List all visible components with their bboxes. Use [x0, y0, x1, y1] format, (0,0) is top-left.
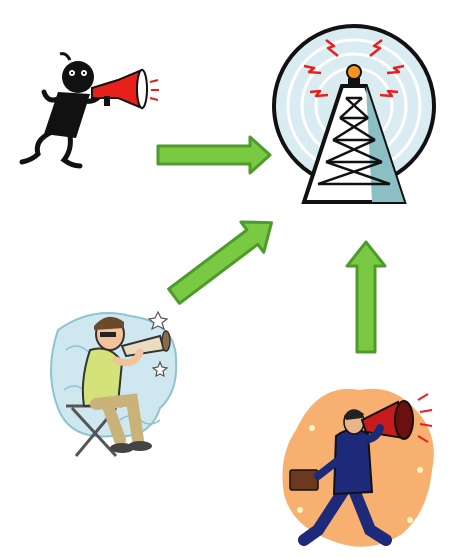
radio-tower-icon — [274, 26, 434, 202]
arrow-businessman-to-tower — [347, 242, 385, 352]
businessman-megaphone-icon — [283, 389, 434, 547]
arrow-director-to-tower — [163, 208, 283, 312]
arrow-stick-figure-to-tower — [158, 137, 270, 173]
director-megaphone-icon — [51, 312, 176, 456]
stick-figure-megaphone-icon — [22, 54, 159, 166]
